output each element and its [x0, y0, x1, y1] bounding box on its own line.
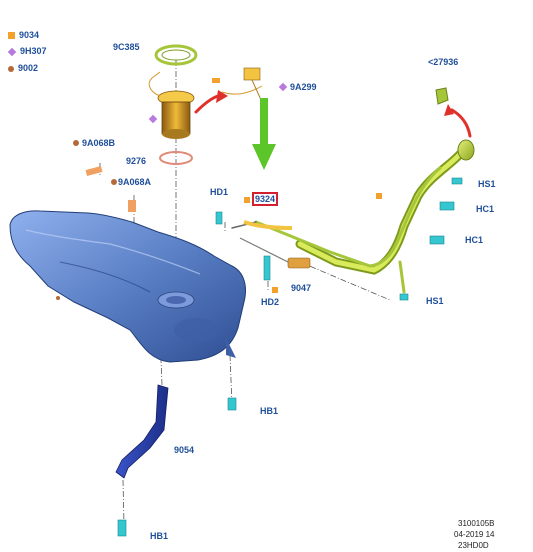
- callout-hd1[interactable]: HD1: [210, 187, 229, 197]
- tank-strap: [115, 384, 169, 479]
- brown-dot-icon: [8, 65, 14, 72]
- callout-hc1-mid[interactable]: HC1: [465, 235, 484, 245]
- callout-9a068a[interactable]: 9A068A: [118, 177, 152, 187]
- callout-27936[interactable]: <27936: [428, 57, 459, 67]
- footer-code: 3100105B: [458, 519, 495, 528]
- callout-9276[interactable]: 9276: [126, 156, 147, 166]
- filler-cap: [435, 87, 449, 105]
- callout-9047[interactable]: 9047: [291, 283, 312, 293]
- callout-hs1-top[interactable]: HS1: [478, 179, 496, 189]
- callout-9a068b[interactable]: 9A068B: [82, 138, 116, 148]
- purple-diamond-icon: [7, 47, 17, 56]
- red-arrows: [194, 94, 472, 138]
- orange-square-icon: [8, 32, 15, 40]
- callout-hs1-bottom[interactable]: HS1: [426, 296, 444, 306]
- legend-item-9002: 9002: [8, 63, 38, 73]
- legend-item-9h307: 9H307: [7, 46, 47, 56]
- fuel-line-connector: [287, 257, 311, 269]
- fuel-level-sender: [212, 67, 263, 103]
- callout-hb1-mid[interactable]: HB1: [260, 406, 279, 416]
- callout-9324-highlighted[interactable]: 9324: [251, 192, 279, 206]
- callout-hd2[interactable]: HD2: [261, 297, 280, 307]
- callout-hc1-top[interactable]: HC1: [476, 204, 495, 214]
- callout-9c385[interactable]: 9C385: [113, 42, 140, 52]
- bolt-marker: [56, 296, 60, 300]
- fuel-pump-module: [148, 44, 198, 165]
- callout-9a299[interactable]: 9A299: [290, 82, 317, 92]
- vent-hose: [243, 220, 293, 230]
- insulator-a: [128, 200, 136, 212]
- insulator-b: [85, 166, 103, 176]
- filler-neck-cap: [457, 139, 475, 161]
- green-arrow: [252, 98, 276, 170]
- clips: [117, 177, 463, 537]
- footer-ref: 23HD0D: [458, 541, 489, 550]
- callout-hb1-bottom[interactable]: HB1: [150, 531, 169, 541]
- footer-date: 04-2019 14: [454, 530, 495, 539]
- legend-item-9034: 9034: [8, 30, 39, 40]
- fuel-tank: [9, 210, 246, 363]
- callout-9054[interactable]: 9054: [174, 445, 195, 455]
